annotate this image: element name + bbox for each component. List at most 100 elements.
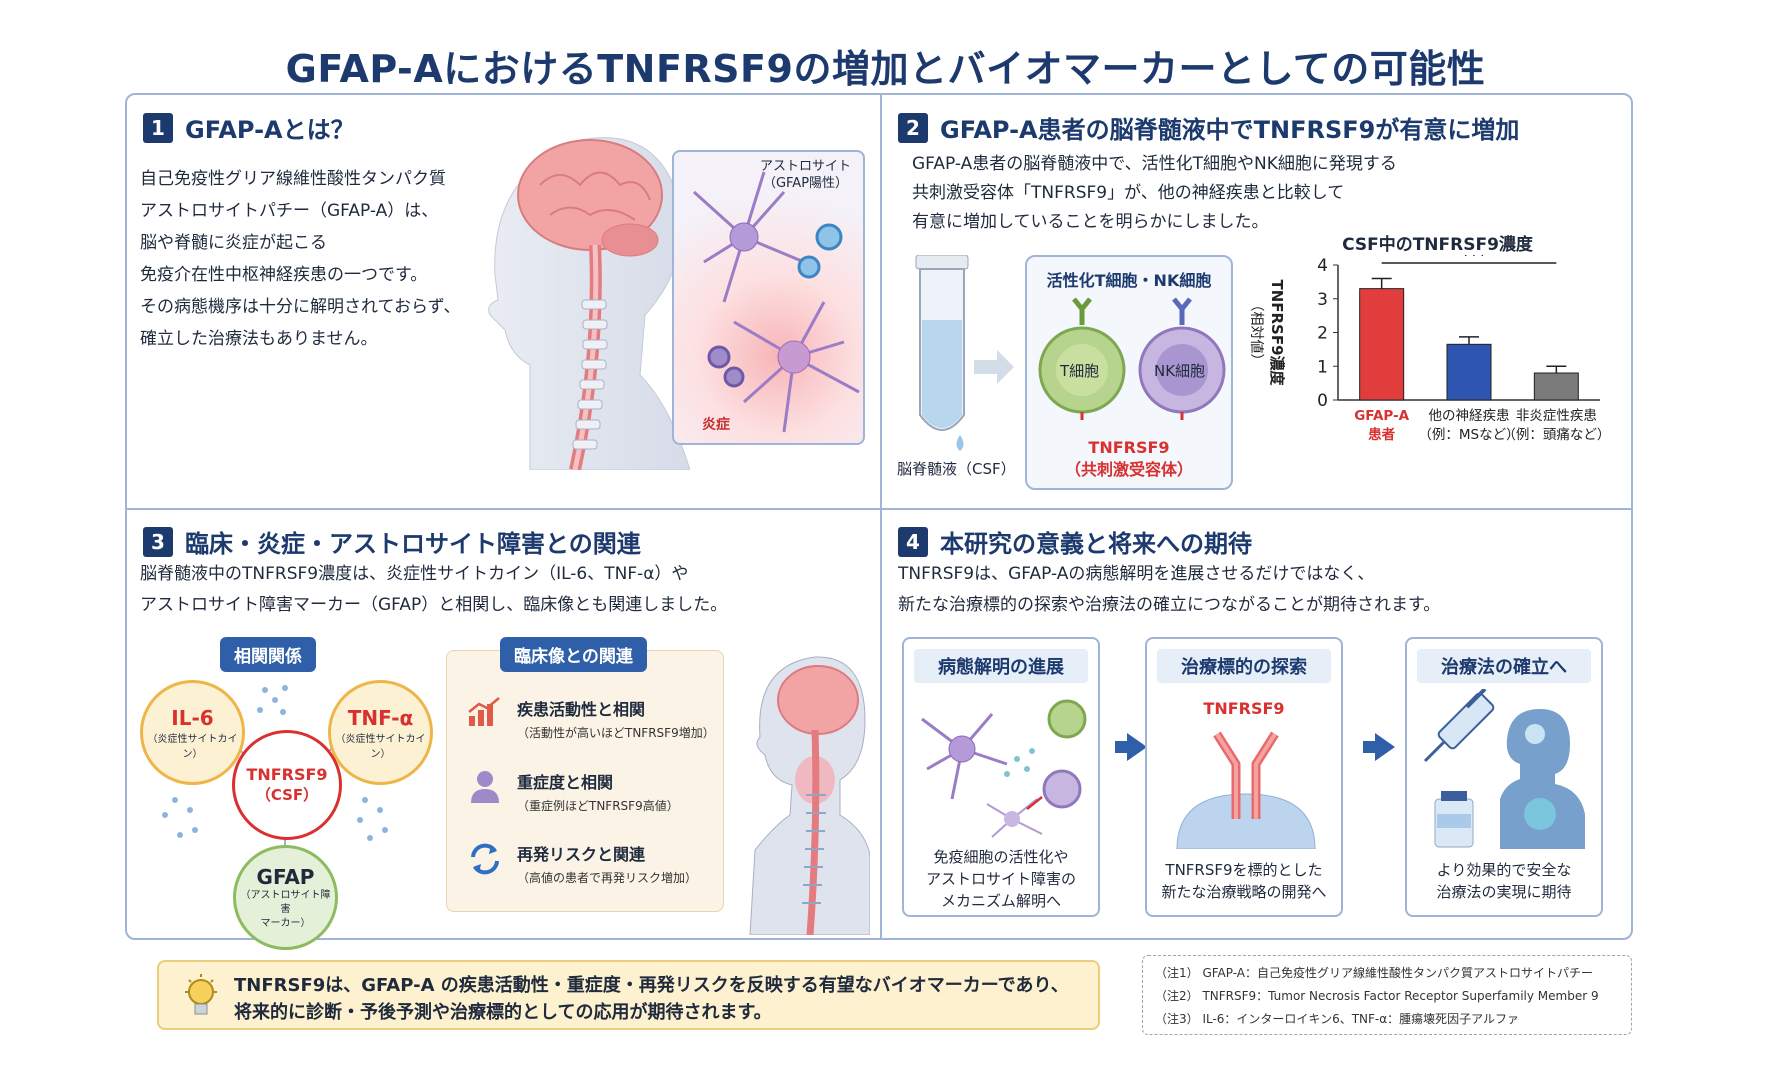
clinical-item-title: 再発リスクと関連 — [517, 845, 646, 864]
category-label: GFAP-A — [1354, 408, 1409, 424]
text-line: 新たな治療標的の探索や治療法の確立につながることが期待されます。 — [898, 595, 1441, 615]
category-label: 非炎症性疾患 — [1516, 408, 1597, 424]
section-title: 臨床・炎症・アストロサイト障害との関連 — [185, 530, 641, 558]
il6-node: IL-6 （炎症性サイトカイン） — [140, 680, 245, 785]
category-label: 患者 — [1368, 426, 1396, 443]
rising-chart-icon — [468, 697, 500, 726]
section-number: 3 — [143, 526, 173, 557]
caption-line: より効果的で安全な — [1436, 861, 1572, 879]
gfap-sublabel-1: （アストロサイト障害 — [240, 889, 331, 915]
caption-line: アストロサイト障害の — [925, 870, 1076, 888]
section-number: 1 — [143, 112, 173, 143]
caption-line: 免疫細胞の活性化や — [933, 848, 1069, 866]
inflammation-label: 炎症 — [702, 417, 730, 433]
correlation-pill: 相関関係 — [220, 637, 316, 672]
category-label: （例：MSなど） — [1418, 427, 1519, 443]
activated-cells-box: 活性化T細胞・NK細胞 T細胞 NK細胞 TNFRSF9 （共刺激受容体） — [1025, 255, 1233, 490]
text-line: アストロサイトパチー（GFAP-A）は、 — [140, 201, 439, 221]
y-tick-label: 3 — [1317, 290, 1328, 310]
summary-line: TNFRSF9は、GFAP-A の疾患活動性・重症度・再発リスクを反映する有望な… — [234, 975, 1069, 996]
tnfrsf9-bar-chart: 01234TNFRSF9濃度（相対値）GFAP-A患者他の神経疾患（例：MSなど… — [1248, 255, 1610, 443]
receptor-name: TNFRSF9 — [1088, 438, 1170, 457]
y-tick-label: 2 — [1317, 324, 1328, 344]
section-1-text: 自己免疫性グリア線維性酸性タンパク質 アストロサイトパチー（GFAP-A）は、 … — [140, 163, 460, 355]
section-number: 4 — [898, 526, 928, 557]
caption-line: 治療法の実現に期待 — [1436, 883, 1572, 901]
astrocyte-inset: アストロサイト （GFAP陽性） 炎症 — [672, 150, 865, 445]
text-line: 脳脊髄液中のTNFRSF9濃度は、炎症性サイトカイン（IL-6、TNF-α）や — [140, 564, 689, 584]
footnote: （注2） TNFRSF9：Tumor Necrosis Factor Recep… — [1155, 989, 1599, 1003]
card-caption: より効果的で安全な 治療法の実現に期待 — [1407, 859, 1601, 903]
clinical-item-sub: （重症例ほどTNFRSF9高値） — [517, 799, 679, 813]
card-header: 病態解明の進展 — [914, 649, 1088, 683]
cell-box-title: 活性化T細胞・NK細胞 — [1046, 271, 1212, 290]
summary-line: 将来的に診断・予後予測や治療標的としての応用が期待されます。 — [234, 1002, 772, 1023]
text-line: 脳や脊髄に炎症が起こる — [140, 233, 327, 253]
tnfa-node: TNF-α （炎症性サイトカイン） — [328, 680, 433, 785]
card-header: 治療法の確立へ — [1417, 649, 1591, 683]
astrocyte-illustration — [692, 171, 860, 433]
section-title: 本研究の意義と将来への期待 — [940, 530, 1252, 558]
gfap-label: GFAP — [256, 864, 315, 889]
text-line: 確立した治療法もありません。 — [140, 329, 378, 349]
caption-line: 新たな治療戦略の開発へ — [1161, 883, 1327, 901]
astrocyte-label: アストロサイト （GFAP陽性） — [760, 158, 851, 192]
bar — [1446, 343, 1492, 401]
section-4-text: TNFRSF9は、GFAP-Aの病態解明を進展させるだけではなく、 新たな治療標… — [898, 559, 1440, 621]
y-tick-label: 4 — [1317, 256, 1328, 276]
nk-cell-label: NK細胞 — [1154, 362, 1206, 380]
card-pathology: 病態解明の進展 免疫細胞の活性化や アストロサイト障害の メカニズム解明へ — [902, 637, 1100, 917]
target-label: TNFRSF9 — [1203, 699, 1285, 718]
chart-title: CSF中のTNFRSF9濃度 — [1342, 235, 1533, 255]
text-line: GFAP-A患者の脳脊髄液中で、活性化T細胞やNK細胞に発現する — [912, 154, 1397, 174]
section-title: GFAP-A患者の脳脊髄液中でTNFRSF9が有意に増加 — [940, 116, 1520, 144]
section-2-text: GFAP-A患者の脳脊髄液中で、活性化T細胞やNK細胞に発現する 共刺激受容体「… — [912, 150, 1397, 237]
syringe-patient-illustration — [1423, 689, 1585, 849]
section-title: GFAP-Aとは？ — [185, 116, 355, 144]
section-3-text: 脳脊髄液中のTNFRSF9濃度は、炎症性サイトカイン（IL-6、TNF-α）や … — [140, 559, 727, 621]
astrocyte-label-line1: アストロサイト — [760, 159, 852, 174]
receptor-illustration — [1176, 731, 1316, 849]
card-header: 治療標的の探索 — [1157, 649, 1331, 683]
card-caption: 免疫細胞の活性化や アストロサイト障害の メカニズム解明へ — [904, 846, 1098, 912]
clinical-item-title: 重症度と相関 — [517, 773, 614, 792]
astrocyte-label-line2: （GFAP陽性） — [762, 176, 849, 191]
clinical-item-sub: （活動性が高いほどTNFRSF9増加） — [517, 726, 715, 740]
receptor-desc: （共刺激受容体） — [1064, 460, 1193, 479]
text-line: TNFRSF9は、GFAP-Aの病態解明を進展させるだけではなく、 — [898, 564, 1375, 584]
tnfrsf9-center-node: TNFRSF9 （CSF） — [232, 730, 342, 840]
y-axis-sublabel: （相対値） — [1248, 298, 1264, 368]
person-icon — [471, 771, 499, 803]
csf-tube-illustration — [915, 255, 1014, 451]
significance-label: *** — [1461, 255, 1487, 264]
footnote: （注1） GFAP-A：自己免疫性グリア線維性酸性タンパク質アストロサイトパチー — [1155, 966, 1594, 980]
il6-sublabel: （炎症性サイトカイン） — [147, 733, 238, 760]
caption-line: TNFRSF9を標的とした — [1165, 861, 1323, 879]
footnote: （注3） IL-6：インターロイキン6、TNF-α：腫瘍壊死因子アルファ — [1155, 1012, 1520, 1026]
clinical-item-title: 疾患活動性と相関 — [517, 700, 646, 719]
text-line: 有意に増加していることを明らかにしました。 — [912, 212, 1269, 232]
t-nk-cell-illustration — [1038, 297, 1226, 420]
clinical-item: 疾患活動性と相関 （活動性が高いほどTNFRSF9増加） — [467, 696, 715, 741]
category-label: 他の神経疾患 — [1429, 408, 1510, 424]
section-3-heading: 3 臨床・炎症・アストロサイト障害との関連 — [143, 524, 641, 559]
tnfa-sublabel: （炎症性サイトカイン） — [335, 733, 426, 760]
tnfa-label: TNF-α — [347, 705, 414, 730]
section-1-heading: 1 GFAP-Aとは？ — [143, 110, 355, 145]
clinical-box: 疾患活動性と相関 （活動性が高いほどTNFRSF9増加） 重症度と相関 （重症例ほど… — [446, 650, 724, 912]
section-number: 2 — [898, 112, 928, 143]
gfap-node: GFAP （アストロサイト障害 マーカー） — [233, 845, 338, 950]
immune-astrocyte-illustration — [921, 699, 1087, 838]
refresh-icon — [471, 843, 499, 875]
gfap-sublabel-2: マーカー） — [260, 917, 311, 929]
bar — [1533, 372, 1579, 401]
csf-label: 脳脊髄液（CSF） — [897, 460, 1016, 478]
clinical-item-sub: （高値の患者で再発リスク増加） — [517, 871, 698, 885]
summary-box: TNFRSF9は、GFAP-A の疾患活動性・重症度・再発リスクを反映する有望な… — [157, 960, 1100, 1030]
clinical-pill: 臨床像との関連 — [500, 637, 647, 672]
text-line: アストロサイト障害マーカー（GFAP）と相関し、臨床像とも関連しました。 — [140, 595, 728, 615]
category-label: （例：頭痛など） — [1502, 426, 1610, 443]
bar — [1359, 288, 1405, 401]
text-line: 自己免疫性グリア線維性酸性タンパク質 — [140, 169, 446, 189]
text-line: 免疫介在性中枢神経疾患の一つです。 — [140, 265, 428, 285]
